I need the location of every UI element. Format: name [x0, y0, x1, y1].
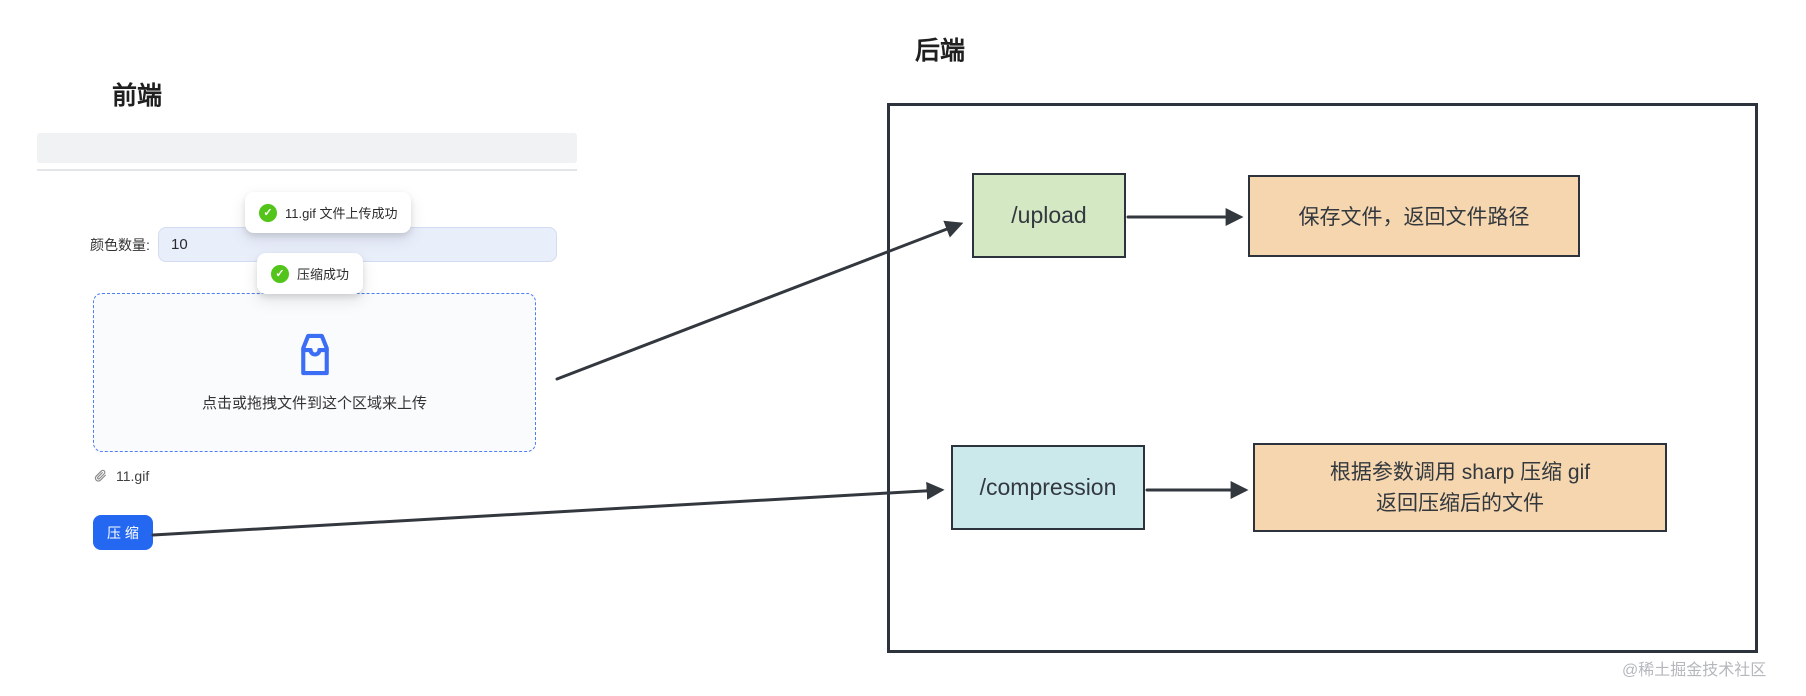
uploaded-file-name[interactable]: 11.gif [116, 468, 150, 484]
upload-success-toast-text: 11.gif 文件上传成功 [285, 206, 398, 221]
backend-title: 后端 [915, 37, 966, 65]
uploaded-file-item: 11.gif [93, 464, 149, 488]
frontend-toolbar-strip [37, 133, 577, 163]
divider [37, 169, 577, 171]
upload-success-toast: ✓ 11.gif 文件上传成功 [245, 192, 412, 233]
upload-endpoint-node: /upload [972, 173, 1126, 258]
compress-button[interactable]: 压 缩 [93, 515, 153, 550]
compress-success-toast-text: 压缩成功 [297, 267, 350, 282]
upload-dropzone[interactable]: 点击或拖拽文件到这个区域来上传 [93, 293, 536, 452]
inbox-icon [300, 333, 329, 375]
compression-action-node: 根据参数调用 sharp 压缩 gif 返回压缩后的文件 [1253, 443, 1667, 532]
color-count-label: 颜色数量: [90, 236, 150, 253]
paperclip-icon [94, 469, 106, 482]
compress-success-toast: ✓ 压缩成功 [257, 253, 364, 294]
upload-dropzone-text: 点击或拖拽文件到这个区域来上传 [201, 394, 427, 412]
compression-action-line1: 根据参数调用 sharp 压缩 gif [1329, 460, 1591, 484]
success-check-icon: ✓ [271, 264, 289, 283]
arrow-button-to-compression [151, 481, 945, 537]
success-check-icon: ✓ [259, 203, 277, 222]
compression-action-line2: 返回压缩后的文件 [1376, 491, 1544, 515]
save-file-action-node: 保存文件，返回文件路径 [1248, 175, 1580, 257]
frontend-title: 前端 [112, 82, 163, 110]
compression-endpoint-node: /compression [951, 445, 1145, 530]
watermark: @稀土掘金技术社区 [1622, 662, 1767, 679]
